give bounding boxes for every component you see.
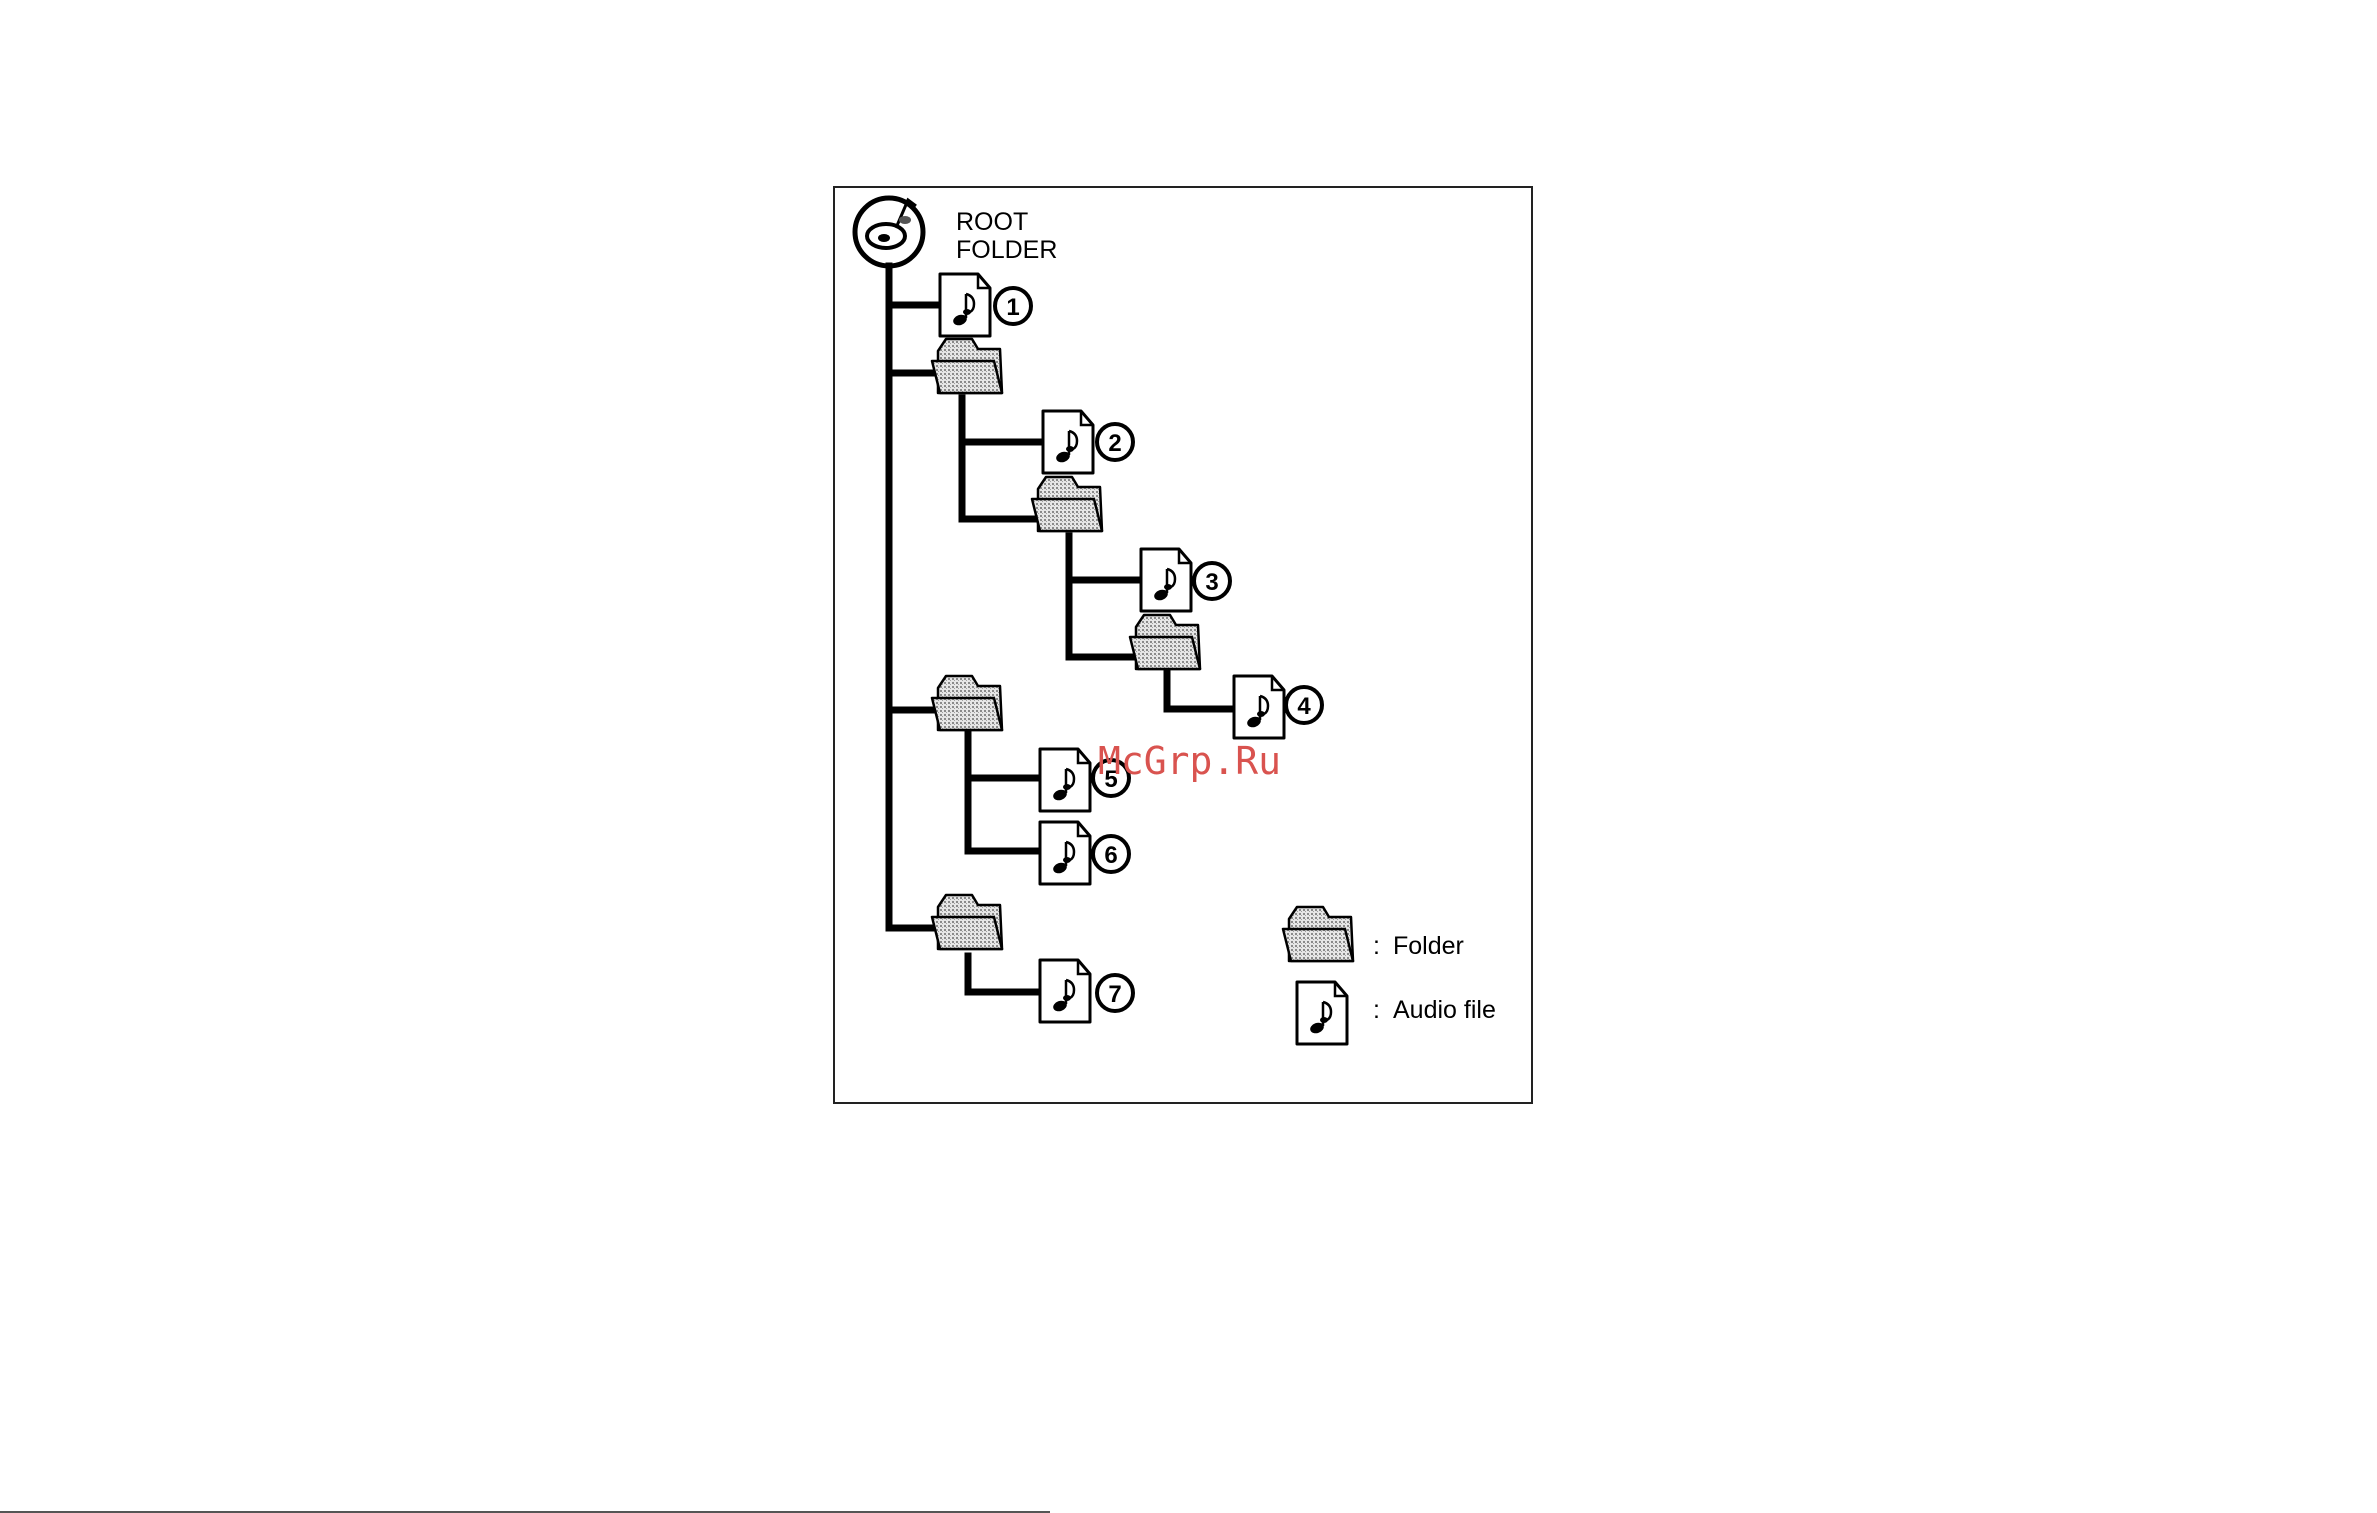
- svg-text:6: 6: [1104, 842, 1117, 869]
- audio-file-icon: [1040, 822, 1090, 884]
- track-number: 1: [995, 288, 1031, 324]
- svg-text:4: 4: [1297, 693, 1311, 720]
- svg-text:3: 3: [1205, 569, 1218, 596]
- track-number: 4: [1286, 687, 1322, 723]
- audio-file-icon: [1040, 960, 1090, 1022]
- audio-file-icon: [1234, 676, 1284, 738]
- audio-file-icon: [1043, 411, 1093, 473]
- audio-file-icon: [1297, 982, 1347, 1044]
- legend-audio-label: Audio file: [1393, 996, 1496, 1024]
- legend-folder-separator: :: [1373, 932, 1380, 960]
- svg-text:2: 2: [1108, 430, 1121, 457]
- audio-file-icon: [940, 274, 990, 336]
- audio-file-icon: [1040, 749, 1090, 811]
- track-number: 7: [1097, 975, 1133, 1011]
- track-number: 2: [1097, 424, 1133, 460]
- root-folder-label-line2: FOLDER: [956, 236, 1057, 264]
- svg-text:1: 1: [1006, 294, 1019, 321]
- track-number: 6: [1093, 836, 1129, 872]
- root-folder-label-line1: ROOT: [956, 208, 1028, 236]
- svg-text:7: 7: [1108, 981, 1121, 1008]
- legend-folder-label: Folder: [1393, 932, 1464, 960]
- disc-icon: [855, 198, 923, 266]
- legend-audio-separator: :: [1373, 996, 1380, 1024]
- track-number: 3: [1194, 563, 1230, 599]
- watermark: McGrp.Ru: [1098, 739, 1281, 783]
- audio-file-icon: [1141, 549, 1191, 611]
